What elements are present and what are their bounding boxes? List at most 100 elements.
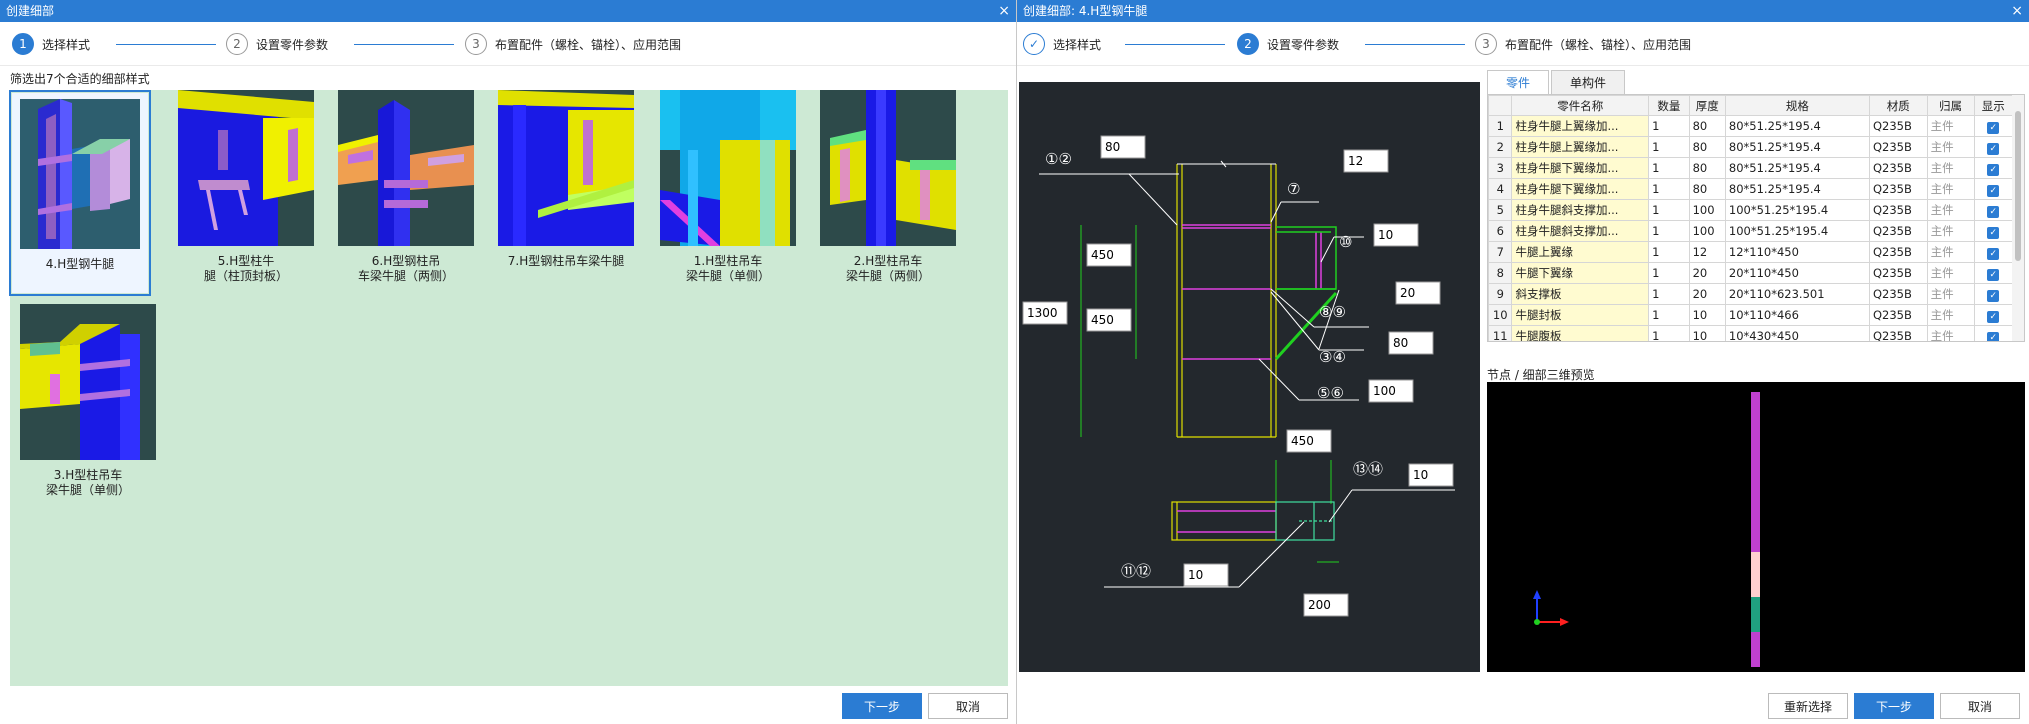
table-cell[interactable]: 12*110*450: [1724, 241, 1870, 263]
show-checkbox-cell[interactable]: ✓: [1973, 283, 2014, 305]
show-checkbox-cell[interactable]: ✓: [1973, 199, 2014, 221]
table-cell[interactable]: Q235B: [1868, 115, 1928, 137]
param-box[interactable]: [1408, 463, 1454, 487]
table-cell[interactable]: 牛腿下翼缘: [1511, 262, 1650, 284]
col-header[interactable]: 数量: [1648, 95, 1690, 116]
checkbox-checked-icon[interactable]: ✓: [1987, 205, 2000, 218]
table-cell[interactable]: 柱身牛腿斜支撑加...: [1511, 199, 1650, 221]
table-cell[interactable]: 主件: [1926, 178, 1975, 200]
col-header[interactable]: 规格: [1724, 95, 1870, 116]
param-box[interactable]: [1303, 593, 1349, 617]
style-card-5[interactable]: 5.H型柱牛 腿（柱顶封板）: [178, 90, 314, 284]
close-icon[interactable]: ×: [998, 3, 1010, 19]
table-cell[interactable]: 100*51.25*195.4: [1724, 199, 1870, 221]
table-cell[interactable]: 80*51.25*195.4: [1724, 178, 1870, 200]
table-cell[interactable]: 主件: [1926, 199, 1975, 221]
table-cell[interactable]: 80: [1688, 115, 1726, 137]
table-cell[interactable]: 主件: [1926, 157, 1975, 179]
cancel-button[interactable]: 取消: [928, 693, 1008, 719]
checkbox-checked-icon[interactable]: ✓: [1987, 226, 2000, 239]
show-checkbox-cell[interactable]: ✓: [1973, 136, 2014, 158]
show-checkbox-cell[interactable]: ✓: [1973, 325, 2014, 341]
param-box[interactable]: [1343, 149, 1389, 173]
checkbox-checked-icon[interactable]: ✓: [1987, 142, 2000, 155]
table-cell[interactable]: 80*51.25*195.4: [1724, 157, 1870, 179]
table-cell[interactable]: 20: [1688, 283, 1726, 305]
table-cell[interactable]: 20*110*623.501: [1724, 283, 1870, 305]
show-checkbox-cell[interactable]: ✓: [1973, 157, 2014, 179]
param-box[interactable]: [1388, 331, 1434, 355]
table-cell[interactable]: 100: [1688, 199, 1726, 221]
table-cell[interactable]: 10*110*466: [1724, 304, 1870, 326]
checkbox-checked-icon[interactable]: ✓: [1987, 289, 2000, 302]
table-cell[interactable]: 1: [1648, 241, 1690, 263]
table-cell[interactable]: 主件: [1926, 283, 1975, 305]
show-checkbox-cell[interactable]: ✓: [1973, 178, 2014, 200]
param-box[interactable]: [1183, 563, 1229, 587]
table-cell[interactable]: 主件: [1926, 220, 1975, 242]
table-cell[interactable]: 10: [1688, 325, 1726, 341]
next-button[interactable]: 下一步: [1854, 693, 1934, 719]
table-cell[interactable]: 80: [1688, 136, 1726, 158]
style-card-4[interactable]: 4.H型钢牛腿: [9, 90, 151, 296]
col-header[interactable]: 材质: [1868, 95, 1928, 116]
col-header[interactable]: 归属: [1926, 95, 1975, 116]
col-header[interactable]: 显示: [1973, 95, 2014, 116]
show-checkbox-cell[interactable]: ✓: [1973, 115, 2014, 137]
reselect-button[interactable]: 重新选择: [1768, 693, 1848, 719]
table-cell[interactable]: 100: [1688, 220, 1726, 242]
table-cell[interactable]: 1: [1648, 325, 1690, 341]
table-cell[interactable]: Q235B: [1868, 199, 1928, 221]
table-cell[interactable]: Q235B: [1868, 325, 1928, 341]
table-cell[interactable]: 1: [1648, 178, 1690, 200]
table-cell[interactable]: 80*51.25*195.4: [1724, 115, 1870, 137]
table-cell[interactable]: 1: [1648, 136, 1690, 158]
tab-parts[interactable]: 零件: [1487, 70, 1550, 94]
table-cell[interactable]: Q235B: [1868, 262, 1928, 284]
checkbox-checked-icon[interactable]: ✓: [1987, 268, 2000, 281]
checkbox-checked-icon[interactable]: ✓: [1987, 121, 2000, 134]
table-cell[interactable]: 20: [1688, 262, 1726, 284]
param-box[interactable]: [1022, 301, 1068, 325]
table-cell[interactable]: 牛腿腹板: [1511, 325, 1650, 341]
table-cell[interactable]: Q235B: [1868, 241, 1928, 263]
col-header[interactable]: 零件名称: [1511, 95, 1650, 116]
param-box[interactable]: [1368, 379, 1414, 403]
next-button[interactable]: 下一步: [842, 693, 922, 719]
style-card-6[interactable]: 6.H型钢柱吊 车梁牛腿（两侧）: [338, 90, 474, 284]
checkbox-checked-icon[interactable]: ✓: [1987, 247, 2000, 260]
table-cell[interactable]: 柱身牛腿下翼缘加...: [1511, 178, 1650, 200]
style-card-3[interactable]: 3.H型柱吊车 梁牛腿（单侧）: [20, 304, 156, 498]
checkbox-checked-icon[interactable]: ✓: [1987, 310, 2000, 323]
table-cell[interactable]: Q235B: [1868, 304, 1928, 326]
table-cell[interactable]: 主件: [1926, 136, 1975, 158]
show-checkbox-cell[interactable]: ✓: [1973, 241, 2014, 263]
param-box[interactable]: [1395, 281, 1441, 305]
table-cell[interactable]: 柱身牛腿上翼缘加...: [1511, 115, 1650, 137]
table-cell[interactable]: 斜支撑板: [1511, 283, 1650, 305]
checkbox-checked-icon[interactable]: ✓: [1987, 184, 2000, 197]
table-cell[interactable]: Q235B: [1868, 283, 1928, 305]
table-cell[interactable]: 80*51.25*195.4: [1724, 136, 1870, 158]
col-header[interactable]: 厚度: [1688, 95, 1726, 116]
table-cell[interactable]: 主件: [1926, 325, 1975, 341]
style-card-2[interactable]: 2.H型柱吊车 梁牛腿（两侧）: [820, 90, 956, 284]
table-cell[interactable]: 10: [1688, 304, 1726, 326]
table-cell[interactable]: 1: [1648, 115, 1690, 137]
table-cell[interactable]: 80: [1688, 157, 1726, 179]
table-cell[interactable]: 柱身牛腿上翼缘加...: [1511, 136, 1650, 158]
style-card-7[interactable]: 7.H型钢柱吊车梁牛腿: [498, 90, 634, 269]
table-cell[interactable]: 主件: [1926, 304, 1975, 326]
table-cell[interactable]: Q235B: [1868, 220, 1928, 242]
param-box[interactable]: [1373, 223, 1419, 247]
table-cell[interactable]: 1: [1648, 157, 1690, 179]
param-box[interactable]: [1086, 308, 1132, 332]
param-box[interactable]: [1086, 243, 1132, 267]
table-cell[interactable]: 10*430*450: [1724, 325, 1870, 341]
table-cell[interactable]: 80: [1688, 178, 1726, 200]
